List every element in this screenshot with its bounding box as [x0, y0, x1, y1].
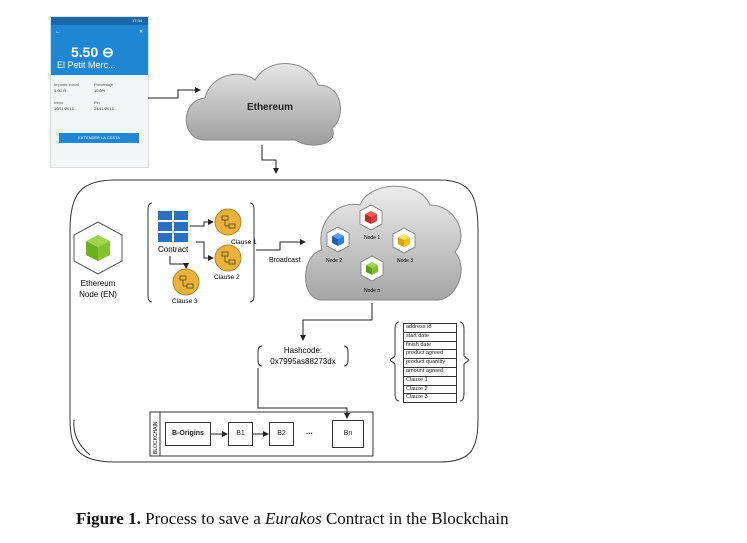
node-1-label: Node 1 — [364, 235, 380, 241]
hashcode-label: Hashcode: — [284, 346, 322, 355]
node-1-cube-icon — [359, 204, 383, 231]
node-n-label: Node n — [364, 288, 380, 294]
attributes-bracket-right — [459, 321, 470, 402]
inicio-label: Inicio — [54, 100, 64, 105]
connector-contract-clause2 — [196, 241, 214, 261]
contract-attributes-table: address id start date finish date produc… — [403, 323, 457, 404]
porcentaje-value: 10.0% — [94, 88, 106, 93]
attr-start-date: start date — [404, 333, 456, 342]
fin-value: 24/11/2015 — [94, 106, 114, 111]
figure-caption-text1: Process to save a — [140, 509, 266, 528]
back-arrow-icon[interactable]: ← — [55, 29, 61, 35]
block-b1: B1 — [228, 422, 253, 446]
container-inner-bracket — [73, 419, 91, 456]
ethereum-cloud — [185, 63, 341, 146]
node-n-cube-icon — [360, 255, 384, 282]
main-container — [69, 179, 479, 463]
clause-2-label: Clause 2 — [214, 274, 240, 281]
blockchain-container — [149, 411, 374, 457]
figure-caption: Figure 1. Process to save a Eurakos Cont… — [76, 509, 509, 529]
blockchain-vertical-label: BLOCKCHAIN — [153, 421, 159, 454]
ethereum-node-label-2: Node (EN) — [79, 290, 117, 299]
phone-header — [51, 17, 148, 75]
attr-clause-2: Clause 2 — [404, 386, 456, 395]
phone-screenshot: 17:34 ← ✕ 5.50 ⊖ El Petit Merc... Import… — [50, 16, 149, 168]
contract-label: Contract — [158, 245, 189, 254]
extender-button[interactable]: EXTENDER LA CESTA — [59, 133, 139, 143]
clause-1-label: Clause 1 — [231, 239, 257, 246]
broadcast-label: Broadcast — [269, 257, 301, 264]
attr-clause-3: Clause 3 — [406, 394, 428, 401]
attr-product-agreed: product agreed — [404, 350, 456, 360]
attr-address-id: address id — [404, 324, 456, 333]
porcentaje-label: Porcentaje — [94, 82, 114, 87]
figure-caption-italic: Eurakos — [265, 509, 322, 528]
connector-broadcast — [256, 239, 306, 251]
node-3-cube-icon — [392, 227, 416, 254]
phone-time: 17:34 — [131, 18, 142, 23]
ethereum-node-cube-icon — [73, 221, 123, 275]
connector-phone-cloud — [148, 87, 201, 99]
hashcode-bracket-left — [257, 345, 263, 367]
connector-contract-clause1 — [190, 219, 214, 227]
block-bn: Bn — [332, 420, 364, 448]
contract-bracket-left — [147, 202, 153, 303]
inicio-value: 10/11/2015 — [54, 106, 74, 111]
clause-3-icon — [172, 268, 200, 296]
connector-hash-bn — [257, 368, 350, 419]
figure-caption-prefix: Figure 1. — [76, 509, 141, 528]
attr-clause-1: Clause 1 — [404, 377, 456, 386]
fin-label: Fin — [94, 100, 100, 105]
importe-value: 5.00 ⊖ — [54, 88, 67, 93]
connector-cloud-box — [261, 145, 279, 174]
node-3-label: Node 3 — [397, 258, 413, 264]
figure-caption-text2: Contract in the Blockchain — [321, 509, 509, 528]
clause-1-icon — [214, 208, 242, 236]
connector-nodes-hash — [300, 303, 373, 341]
ethereum-node-label-1: Ethereum — [81, 279, 116, 288]
phone-amount: 5.50 ⊖ — [71, 44, 114, 60]
contract-bracket-right — [249, 202, 255, 303]
clause-2-icon — [214, 244, 242, 272]
attr-product-quantity: product quantity — [404, 359, 456, 368]
block-origins: B-Origins — [165, 422, 211, 446]
nodes-cloud — [305, 185, 462, 301]
close-icon[interactable]: ✕ — [139, 29, 144, 35]
connector-contract-clause3 — [169, 256, 189, 269]
contract-grid-icon — [158, 211, 188, 242]
block-ellipsis: ... — [306, 427, 313, 436]
clause-3-label: Clause 3 — [172, 298, 198, 305]
phone-status-bar: 17:34 — [51, 17, 148, 25]
block-b2: B2 — [269, 422, 294, 446]
hashcode-bracket-right — [343, 345, 349, 367]
attr-finish-date: finish date — [404, 342, 456, 351]
hashcode-value: 0x7995as88273dx — [270, 357, 335, 366]
node-2-cube-icon — [326, 226, 350, 253]
importe-label: Importe inicial — [54, 82, 79, 87]
attr-amount-agreed: amount agreed — [404, 368, 456, 377]
node-2-label: Node 2 — [326, 258, 342, 264]
attributes-bracket-left — [389, 321, 400, 402]
phone-merchant: El Petit Merc... — [57, 60, 116, 70]
ethereum-cloud-label: Ethereum — [247, 102, 293, 113]
